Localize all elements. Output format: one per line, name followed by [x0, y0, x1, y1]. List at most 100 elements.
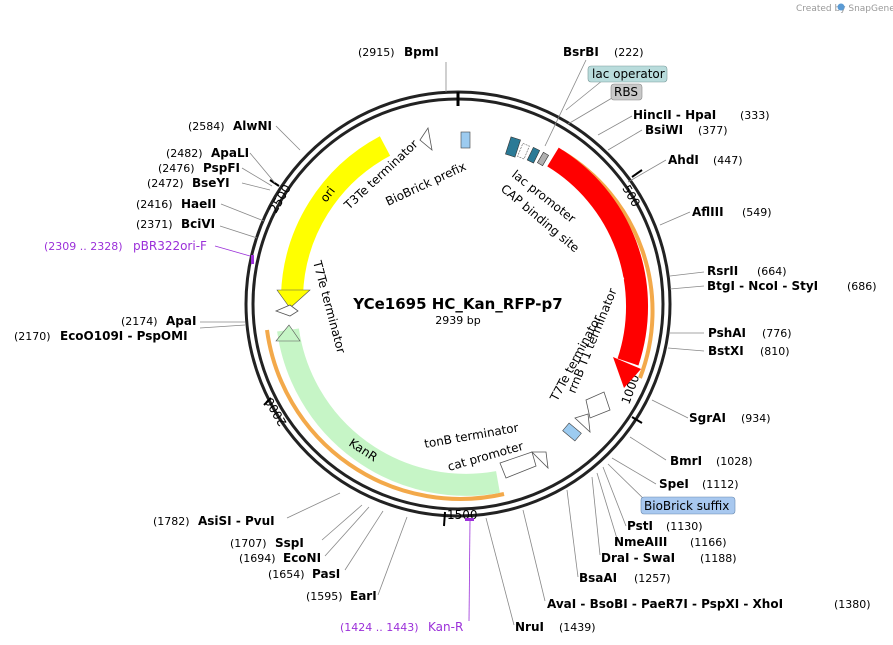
site-sgrai-name: SgrAI [689, 411, 726, 425]
site-pshai-name: PshAI [708, 326, 746, 340]
site-alwni-pos: (2584) [188, 120, 225, 133]
site-bmri-pos: (1028) [716, 455, 753, 468]
site-psti-name: PstI [627, 519, 653, 533]
leader-lines [199, 59, 705, 626]
lac-operator-box-label: lac operator [592, 67, 665, 81]
site-pasi-pos: (1654) [268, 568, 305, 581]
site-apai-name: ApaI [166, 314, 196, 328]
site-sspi-pos: (1707) [230, 537, 267, 550]
primer-kan-r-pos: (1424 .. 1443) [340, 621, 419, 634]
site-hincii-hpai-pos: (333) [740, 109, 770, 122]
tonb-terminator-glyph [531, 451, 549, 470]
site-pspfi-pos: (2476) [158, 162, 195, 175]
site-ahdi-pos: (447) [713, 154, 743, 167]
site-ecoo109i-pspomi-name: EcoO109I - PspOMI [60, 329, 188, 343]
t7te-terminator-left-glyph [274, 304, 299, 317]
site-nmeaiii-pos: (1166) [690, 536, 727, 549]
site-eari-name: EarI [350, 589, 377, 603]
biobrick-suffix-glyph [562, 422, 582, 442]
site-spei-pos: (1112) [702, 478, 739, 491]
site-bcivi-name: BciVI [181, 217, 215, 231]
site-econi-pos: (1694) [239, 552, 276, 565]
rbs-glyph [536, 151, 550, 167]
site-sgrai-pos: (934) [741, 412, 771, 425]
primer-kan-r-glyph [465, 518, 474, 521]
biobrick-suffix-box [640, 496, 736, 515]
site-nrui-name: NruI [515, 620, 544, 634]
lac-operator-box [587, 65, 668, 83]
site-rsrii-name: RsrII [707, 264, 738, 278]
lac-promoter-glyph [505, 136, 521, 158]
t7te-terminator-right-glyph [574, 413, 591, 434]
site-bsrbi-pos: (222) [614, 46, 644, 59]
site-btgi-ncoi-styi-name: BtgI - NcoI - StyI [707, 279, 818, 293]
site-nmeaiii-name: NmeAIII [614, 535, 667, 549]
snapgene-logo-icon [837, 3, 845, 11]
site-avai-xhoi-name: AvaI - BsoBI - PaeR7I - PspXI - XhoI [547, 597, 783, 611]
site-haeii-pos: (2416) [136, 198, 173, 211]
site-bmri-name: BmrI [670, 454, 702, 468]
site-apai-pos: (2174) [121, 315, 158, 328]
mrfp1-arrowhead [613, 357, 641, 388]
primer-pbr322ori-f-name: pBR322ori-F [133, 239, 207, 253]
site-bsaai-pos: (1257) [634, 572, 671, 585]
site-drai-swai-name: DraI - SwaI [601, 551, 675, 565]
site-apali-name: ApaLI [211, 146, 249, 160]
site-psti-pos: (1130) [666, 520, 703, 533]
site-bseyi-name: BseYI [192, 176, 230, 190]
site-ecoo109i-pspomi-pos: (2170) [14, 330, 51, 343]
tick-1500 [443, 511, 446, 527]
primer-kan-r-name: Kan-R [428, 620, 463, 634]
site-bsrbi-name: BsrBI [563, 45, 599, 59]
site-nrui-pos: (1439) [559, 621, 596, 634]
rbs-box [610, 83, 643, 101]
tick-500 [631, 169, 643, 178]
tick-label-2500: 2500 [266, 182, 293, 215]
site-pasi-name: PasI [312, 567, 340, 581]
site-drai-swai-pos: (1188) [700, 552, 737, 565]
rrnb-t1-terminator-label: rrnB T1 terminator [565, 286, 620, 395]
site-econi-name: EcoNI [283, 551, 321, 565]
plasmid-length: 2939 bp [435, 314, 480, 327]
site-btgi-ncoi-styi-pos: (686) [847, 280, 877, 293]
tick-1000 [631, 416, 643, 424]
primer-pbr322ori-f-pos: (2309 .. 2328) [44, 240, 123, 253]
site-bstxi-pos: (810) [760, 345, 790, 358]
primer-pbr322ori-f-glyph [251, 255, 254, 264]
plasmid-name: YCe1695 HC_Kan_RFP-p7 [352, 295, 562, 313]
site-avai-xhoi-pos: (1380) [834, 598, 871, 611]
site-alwni-name: AlwNI [233, 119, 272, 133]
biobrick-suffix-box-label: BioBrick suffix [644, 499, 729, 513]
site-bseyi-pos: (2472) [147, 177, 184, 190]
kanr-highlight [265, 329, 505, 501]
ori-arrowhead [276, 289, 311, 309]
site-eari-pos: (1595) [306, 590, 343, 603]
site-bstxi-name: BstXI [708, 344, 744, 358]
site-rsrii-pos: (664) [757, 265, 787, 278]
t7te-terminator-left-label: T7Te terminator [310, 258, 348, 355]
ori-feature [281, 136, 391, 296]
site-asisi-pvui-pos: (1782) [153, 515, 190, 528]
site-apali-pos: (2482) [166, 147, 203, 160]
site-spei-name: SpeI [659, 477, 689, 491]
tick-label-500: 500 [619, 183, 643, 210]
cat-promoter-glyph [499, 451, 537, 479]
site-sspi-name: SspI [275, 536, 304, 550]
tick-label-2000: 2000 [262, 395, 289, 428]
site-bsiwi-pos: (377) [698, 124, 728, 137]
site-afliii-pos: (549) [742, 206, 772, 219]
rrnb-t1-terminator-glyph [585, 391, 611, 419]
site-bcivi-pos: (2371) [136, 218, 173, 231]
rbs-box-label: RBS [614, 85, 638, 99]
site-bsaai-name: BsaAI [579, 571, 617, 585]
tick-2000 [263, 397, 272, 406]
credit-text: Created by SnapGene [796, 4, 893, 14]
site-haeii-name: HaeII [181, 197, 216, 211]
site-afliii-name: AflIII [692, 205, 724, 219]
small-features [251, 126, 611, 521]
site-asisi-pvui-name: AsiSI - PvuI [198, 514, 275, 528]
site-bsiwi-name: BsiWI [645, 123, 683, 137]
kanr-arrowhead [275, 324, 301, 342]
site-pshai-pos: (776) [762, 327, 792, 340]
